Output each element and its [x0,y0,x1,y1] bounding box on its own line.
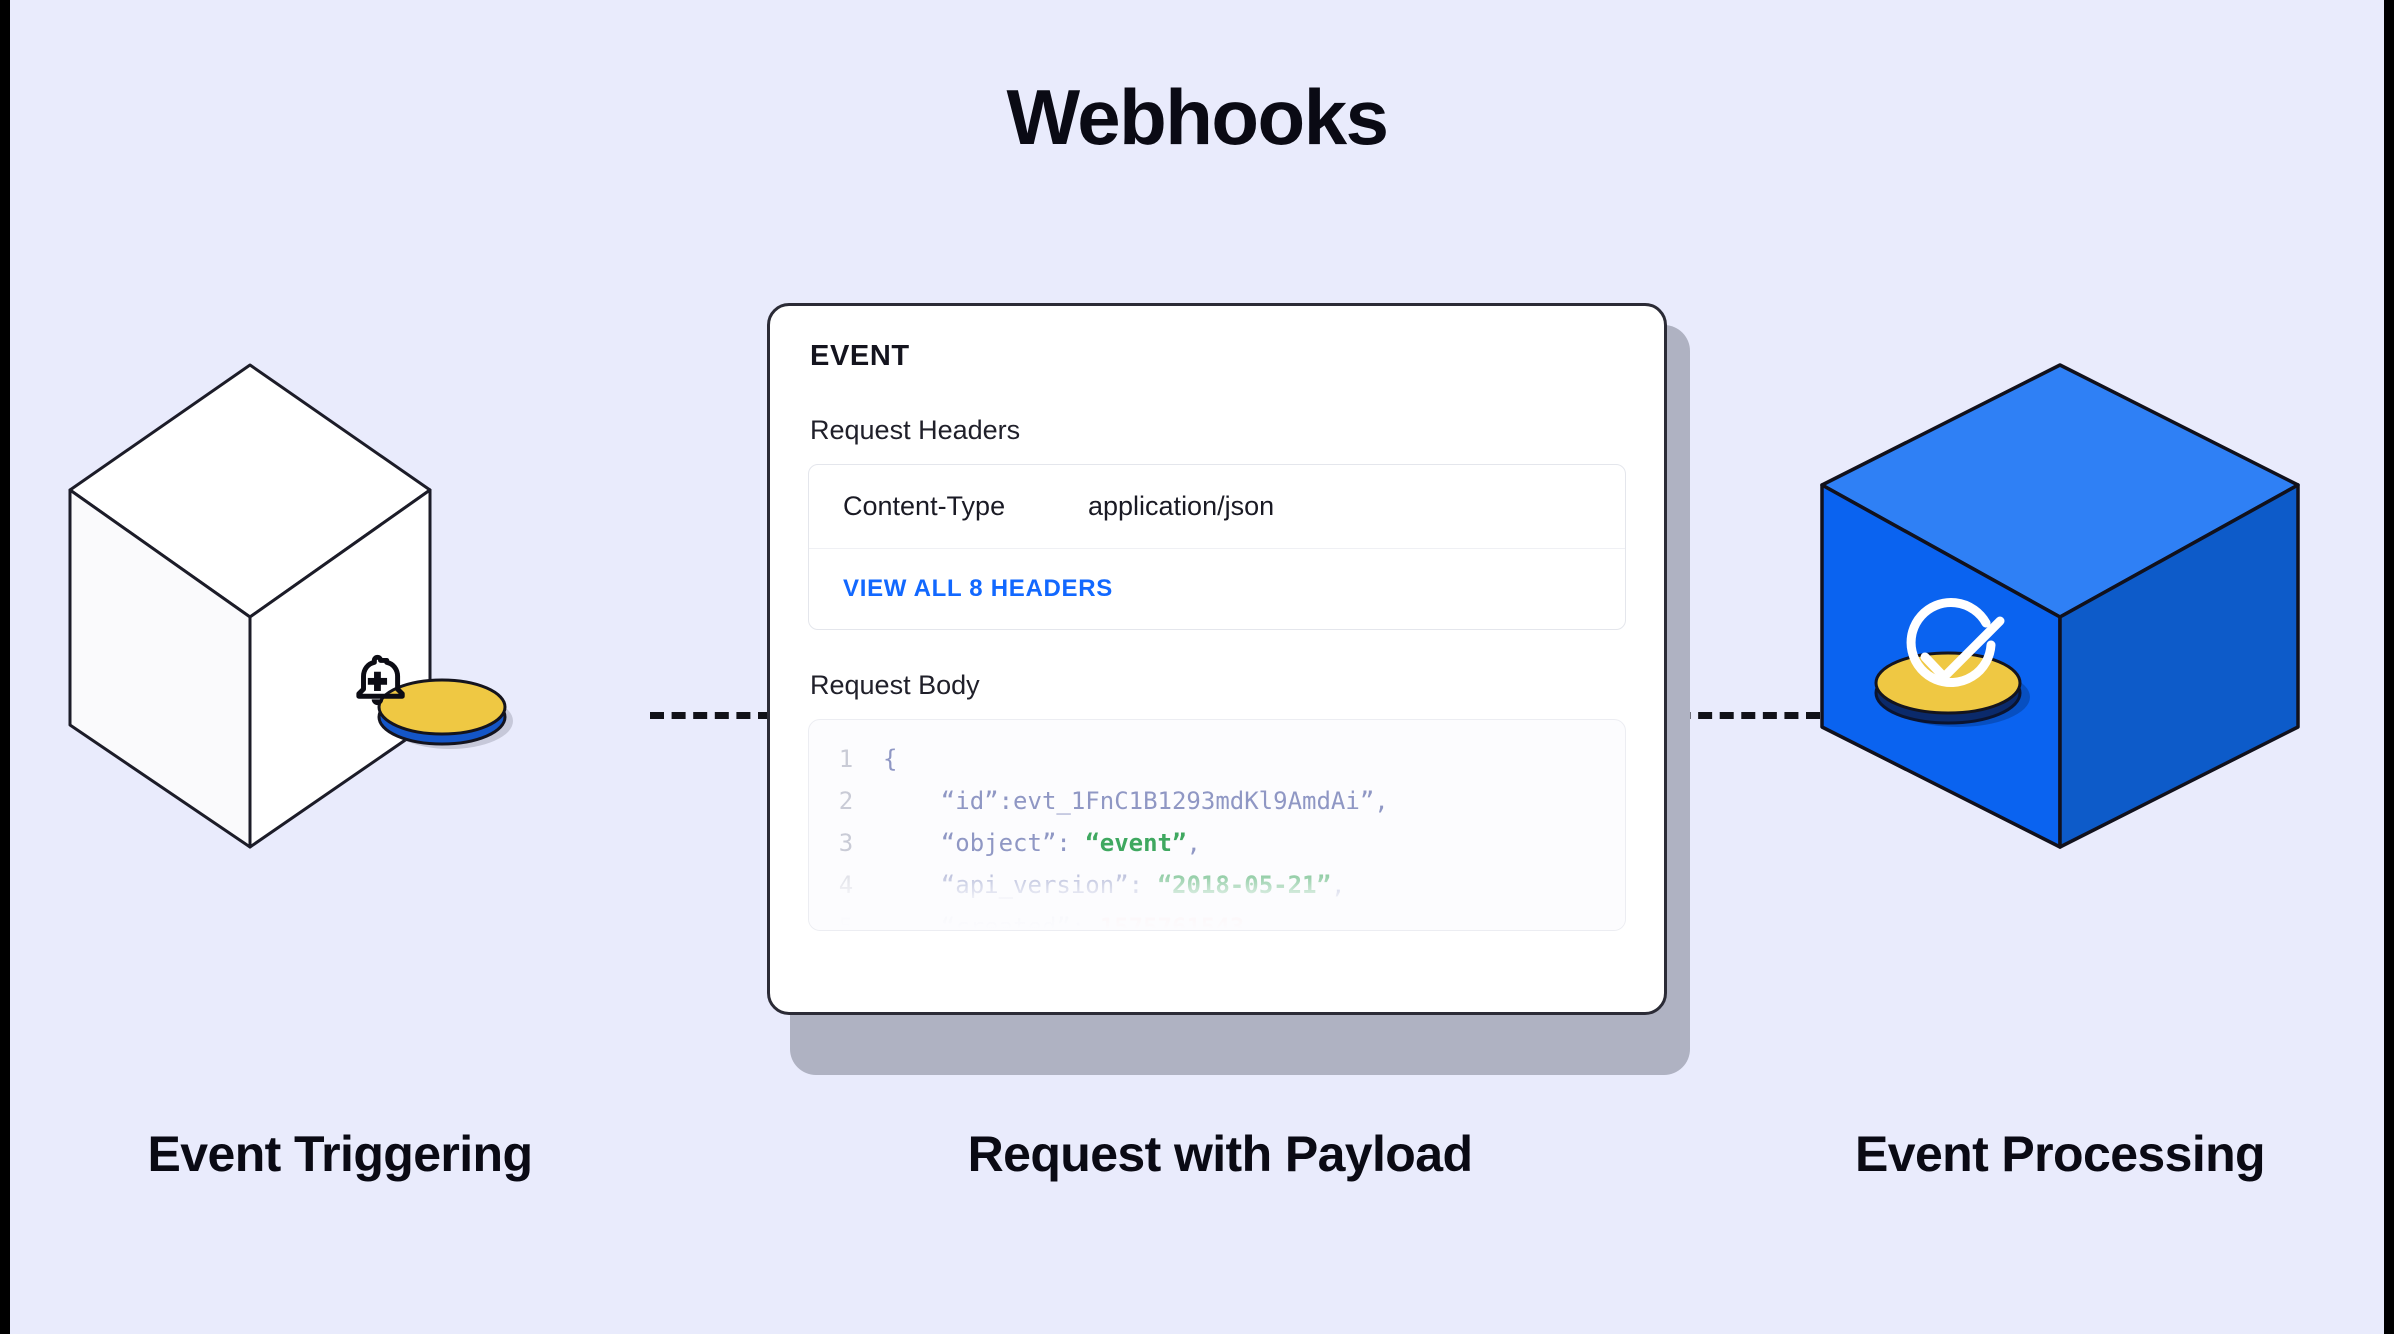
header-key: Content-Type [843,491,1006,521]
check-circle-icon [1906,598,2005,687]
request-body-code-block[interactable]: 1{2 “id”:evt_1FnC1B1293mdKl9AmdAi”,3 “ob… [808,719,1626,931]
code-line-text: { [883,738,897,780]
request-headers-table: Content-Type application/json VIEW ALL 8… [808,464,1626,630]
connector-card-to-right [1655,712,1820,719]
code-line-text: “id”:evt_1FnC1B1293mdKl9AmdAi”, [883,780,1389,822]
code-line: 5 “created”: 1575761543, [809,906,1625,931]
code-line: 2 “id”:evt_1FnC1B1293mdKl9AmdAi”, [809,780,1625,822]
lavender-backdrop: Webhooks [10,0,2384,1334]
cube-right-face [2058,483,2300,849]
code-token: “api_version”: [883,871,1158,899]
code-token: , [1186,829,1201,857]
event-processing-cube [1810,355,2310,855]
code-line-number: 1 [838,745,854,773]
code-token: “event” [1085,829,1187,857]
request-body-label: Request Body [810,670,980,700]
code-token: “created”: [883,913,1100,931]
event-triggering-cube [50,355,590,855]
code-line-number: 5 [838,913,854,931]
code-token: “id”:evt_1FnC1B1293mdKl9AmdAi”, [883,787,1389,815]
event-card-title: EVENT [810,340,910,372]
page-title: Webhooks [1006,73,1389,161]
view-all-headers-row[interactable]: VIEW ALL 8 HEADERS [809,548,1625,629]
request-headers-label: Request Headers [810,415,1021,445]
caption-request-with-payload: Request with Payload [967,1126,1473,1182]
code-line-text: “object”: “event”, [883,822,1201,864]
code-line-number: 4 [838,871,854,899]
event-card: EVENT Request Headers Content-Type appli… [767,303,1667,1015]
code-lines: 1{2 “id”:evt_1FnC1B1293mdKl9AmdAi”,3 “ob… [809,720,1625,931]
caption-event-processing: Event Processing [1854,1126,2266,1182]
disc-top [377,678,507,736]
bell-plus-icon [356,654,405,706]
code-line-number: 2 [838,787,854,815]
code-line: 1{ [809,738,1625,780]
code-token: , [1244,913,1259,931]
header-value: application/json [1088,491,1275,521]
code-line-text: “created”: 1575761543, [883,906,1259,931]
code-line: 4 “api_version”: “2018-05-21”, [809,864,1625,906]
code-token: , [1330,871,1346,899]
code-token: 1575761543 [1099,913,1245,931]
view-all-headers-link[interactable]: VIEW ALL 8 HEADERS [843,575,1113,602]
code-line-number: 3 [838,829,854,857]
code-token: { [883,745,898,773]
code-line: 3 “object”: “event”, [809,822,1625,864]
code-line-text: “api_version”: “2018-05-21”, [883,864,1346,906]
table-row: Content-Type application/json [809,465,1625,548]
caption-event-triggering: Event Triggering [147,1126,534,1182]
code-token: “2018-05-21” [1157,871,1331,899]
code-token: “object”: [883,829,1086,857]
connector-left-to-card [650,712,772,719]
